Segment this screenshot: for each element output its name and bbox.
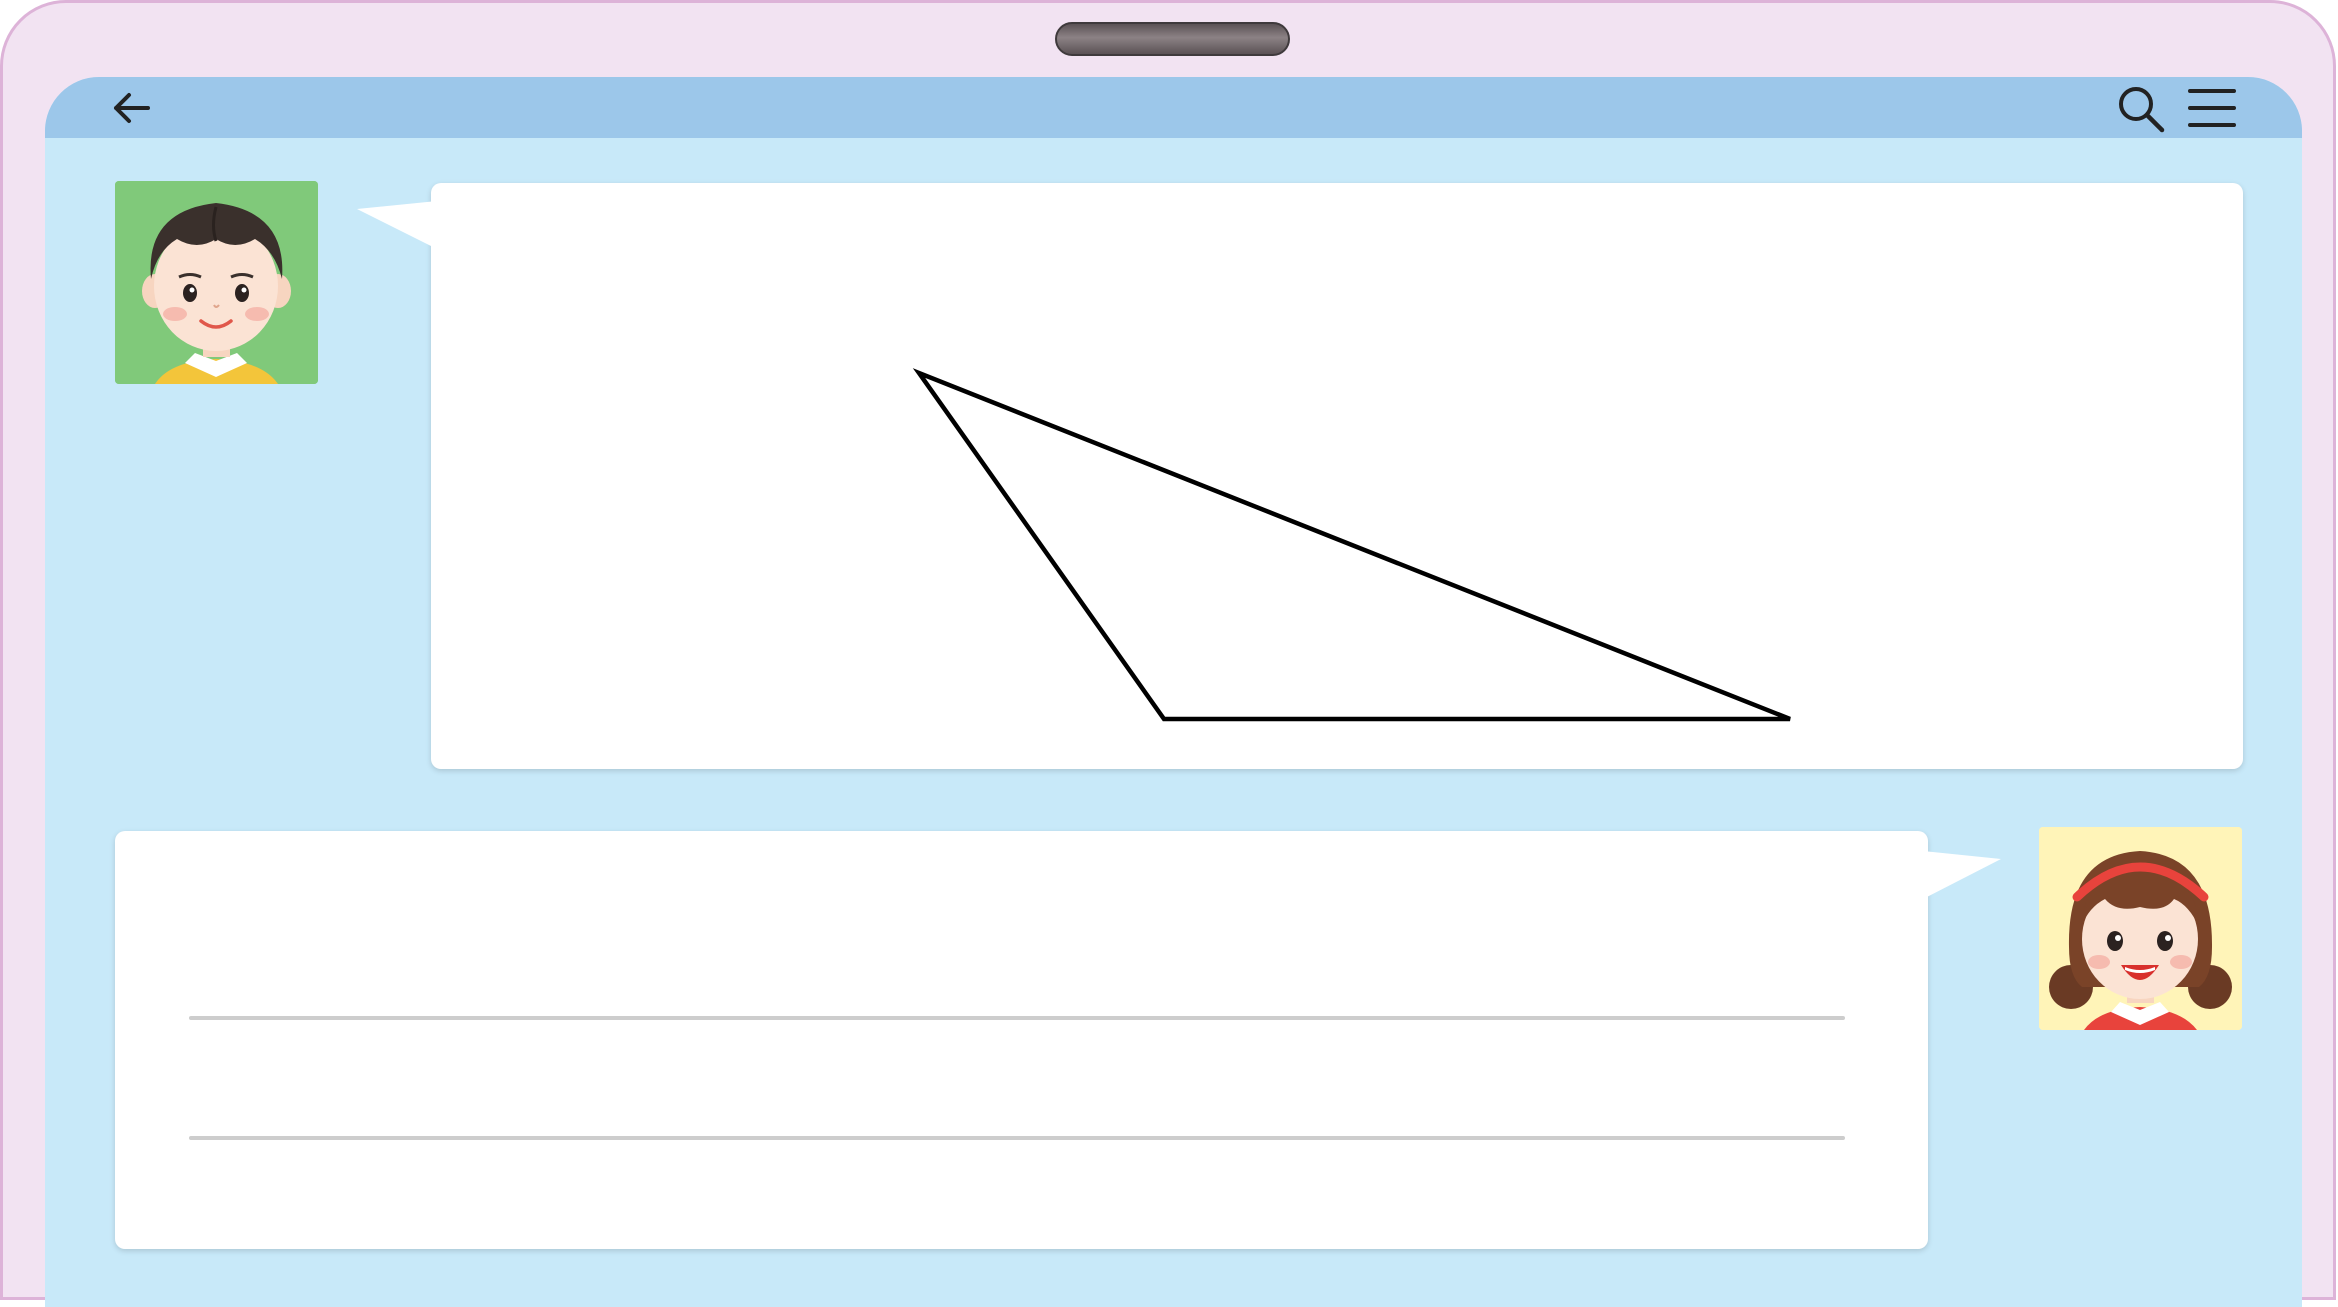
bubble-tail-left: [357, 201, 437, 249]
triangle-figure: [912, 368, 1791, 722]
menu-button[interactable]: [2187, 85, 2237, 131]
boy-avatar: [115, 181, 318, 384]
bubble-tail-right: [1923, 851, 2001, 899]
camera-notch: [1055, 22, 1290, 56]
girl-avatar: [2039, 827, 2242, 1030]
girl-avatar-icon: [2039, 827, 2242, 1030]
search-icon: [2119, 87, 2165, 133]
message-bubble-figure: [431, 183, 2243, 769]
answer-line: [189, 1016, 1845, 1020]
back-button[interactable]: [110, 87, 152, 129]
arrow-left-icon: [114, 93, 150, 123]
hamburger-menu-icon: [2188, 89, 2236, 127]
message-bubble-answer: [115, 831, 1928, 1249]
boy-avatar-icon: [115, 181, 318, 384]
answer-line: [189, 1136, 1845, 1140]
chat-screen: [45, 77, 2302, 1307]
top-bar: [45, 77, 2302, 138]
search-button[interactable]: [2115, 83, 2167, 135]
